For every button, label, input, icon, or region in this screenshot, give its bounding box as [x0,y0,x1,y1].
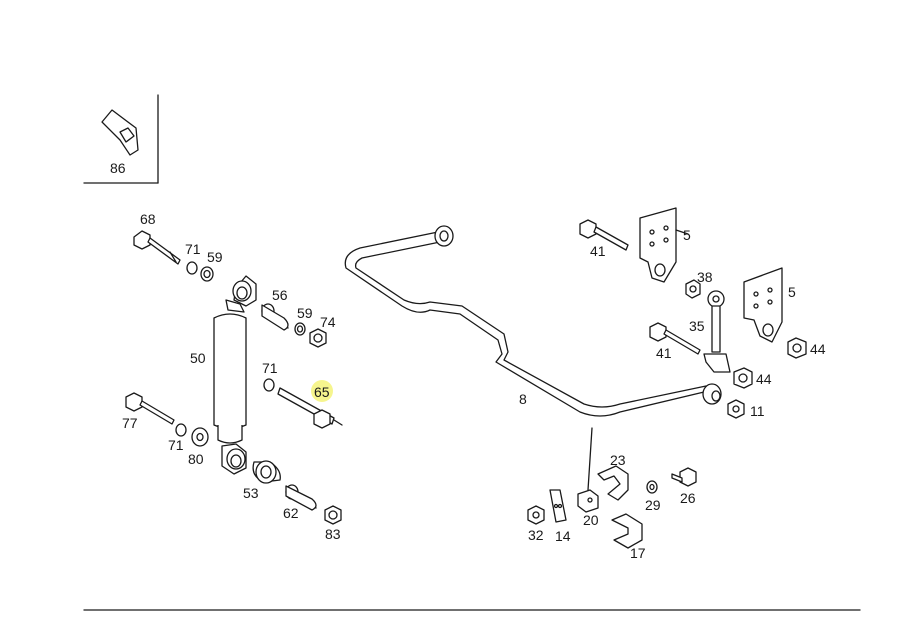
label-77[interactable]: 77 [122,415,138,431]
washer-29 [646,480,658,494]
bushing-53 [252,460,281,484]
label-59-mid[interactable]: 59 [297,305,313,321]
bolt-68 [133,230,181,265]
washer-71-mid [263,378,275,392]
clamp-17 [611,513,643,549]
link-35 [703,290,731,373]
bolt-26 [671,467,697,487]
label-26[interactable]: 26 [680,490,696,506]
inset-frame [83,94,159,184]
bracket-14 [549,489,567,523]
label-59-top[interactable]: 59 [207,249,223,265]
label-14[interactable]: 14 [555,528,571,544]
bolt-32 [527,505,545,525]
nut-11 [727,399,745,419]
label-20[interactable]: 20 [583,512,599,528]
bolt-41-top [579,219,629,251]
sleeve-56 [261,303,289,331]
sleeve-62 [285,484,317,511]
label-35[interactable]: 35 [689,318,705,334]
label-80[interactable]: 80 [188,451,204,467]
bushing-20 [577,489,599,513]
label-29[interactable]: 29 [645,497,661,513]
nut-38 [685,279,701,299]
label-44-mid[interactable]: 44 [756,371,772,387]
label-38[interactable]: 38 [697,269,713,285]
nut-44-right [787,337,807,359]
clamp-23 [597,465,629,501]
label-71-top[interactable]: 71 [185,241,201,257]
label-8[interactable]: 8 [519,391,527,407]
label-86[interactable]: 86 [110,160,126,176]
label-32[interactable]: 32 [528,527,544,543]
bolt-65 [277,387,343,429]
nut-83 [324,505,342,525]
label-17[interactable]: 17 [630,545,646,561]
label-62[interactable]: 62 [283,505,299,521]
label-56[interactable]: 56 [272,287,288,303]
bracket-5-lower [743,267,783,343]
stabilizer-bar-8 [344,225,722,491]
label-23[interactable]: 23 [610,452,626,468]
bracket-5-upper [639,207,689,283]
label-65[interactable]: 65 [314,384,330,400]
label-44-right[interactable]: 44 [810,341,826,357]
label-83[interactable]: 83 [325,526,341,542]
label-68[interactable]: 68 [140,211,156,227]
label-41-lower[interactable]: 41 [656,345,672,361]
label-71-low[interactable]: 71 [168,437,184,453]
shock-absorber-50 [213,275,257,475]
label-71-mid[interactable]: 71 [262,360,278,376]
bolt-77 [125,392,175,425]
label-5-lower[interactable]: 5 [788,284,796,300]
clip-part-86 [101,109,139,156]
washer-71-top [186,261,198,275]
nut-74 [309,328,327,348]
label-11[interactable]: 11 [750,403,765,419]
label-50[interactable]: 50 [190,350,206,366]
bolt-41-lower [649,322,701,355]
label-53[interactable]: 53 [243,485,259,501]
label-41-top[interactable]: 41 [590,243,606,259]
highlight-65 [311,380,333,402]
label-74[interactable]: 74 [320,314,336,330]
label-5-upper[interactable]: 5 [683,227,691,243]
washer-71-low [175,423,187,437]
nut-44-mid [733,367,753,389]
